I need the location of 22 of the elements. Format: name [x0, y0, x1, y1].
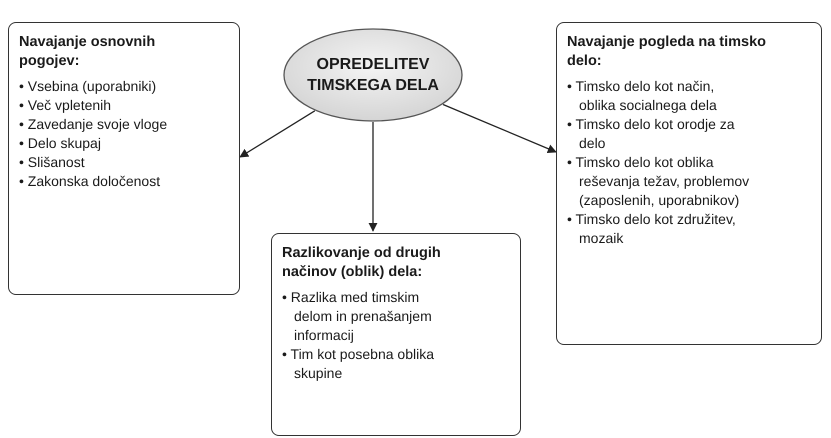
bullet-item: • Timsko delo kot združitev, mozaik — [567, 210, 737, 248]
box-heading: Navajanje osnovnih pogojev: — [19, 33, 156, 71]
box-heading: Razlikovanje od drugih načinov (oblik) dela: — [282, 244, 442, 282]
bullet-item: • Timsko delo kot način, oblika socialnega dela — [567, 77, 718, 115]
bullet-item: • Več vpletenih — [19, 96, 112, 115]
bullet-item: • Timsko delo kot orodje za delo — [567, 115, 736, 153]
text-box — [271, 233, 521, 436]
bullet-item: • Vsebina (uporabniki) — [19, 77, 158, 96]
bullet-item: • Slišanost — [19, 153, 86, 172]
arrow — [442, 104, 557, 154]
bullet-item: • Delo skupaj — [19, 134, 102, 153]
bullet-item: • Zakonska določenost — [19, 172, 162, 191]
text-box — [556, 22, 822, 345]
ellipse-label: OPREDELITEV TIMSKEGA DELA — [306, 55, 440, 96]
bullet-item: • Timsko delo kot oblika reševanja težav, problemov (zaposlenih, uporabnikov) — [567, 153, 750, 210]
arrow — [239, 110, 316, 158]
bullet-item: • Zavedanje svoje vloge — [19, 115, 168, 134]
text-box — [8, 22, 240, 295]
bullet-item: • Tim kot posebna oblika skupine — [282, 345, 435, 383]
bullet-item: • Razlika med timskim delom in prenašanjem informacij — [282, 288, 433, 345]
box-heading: Navajanje pogleda na timsko delo: — [567, 33, 767, 71]
arrow — [368, 122, 378, 232]
